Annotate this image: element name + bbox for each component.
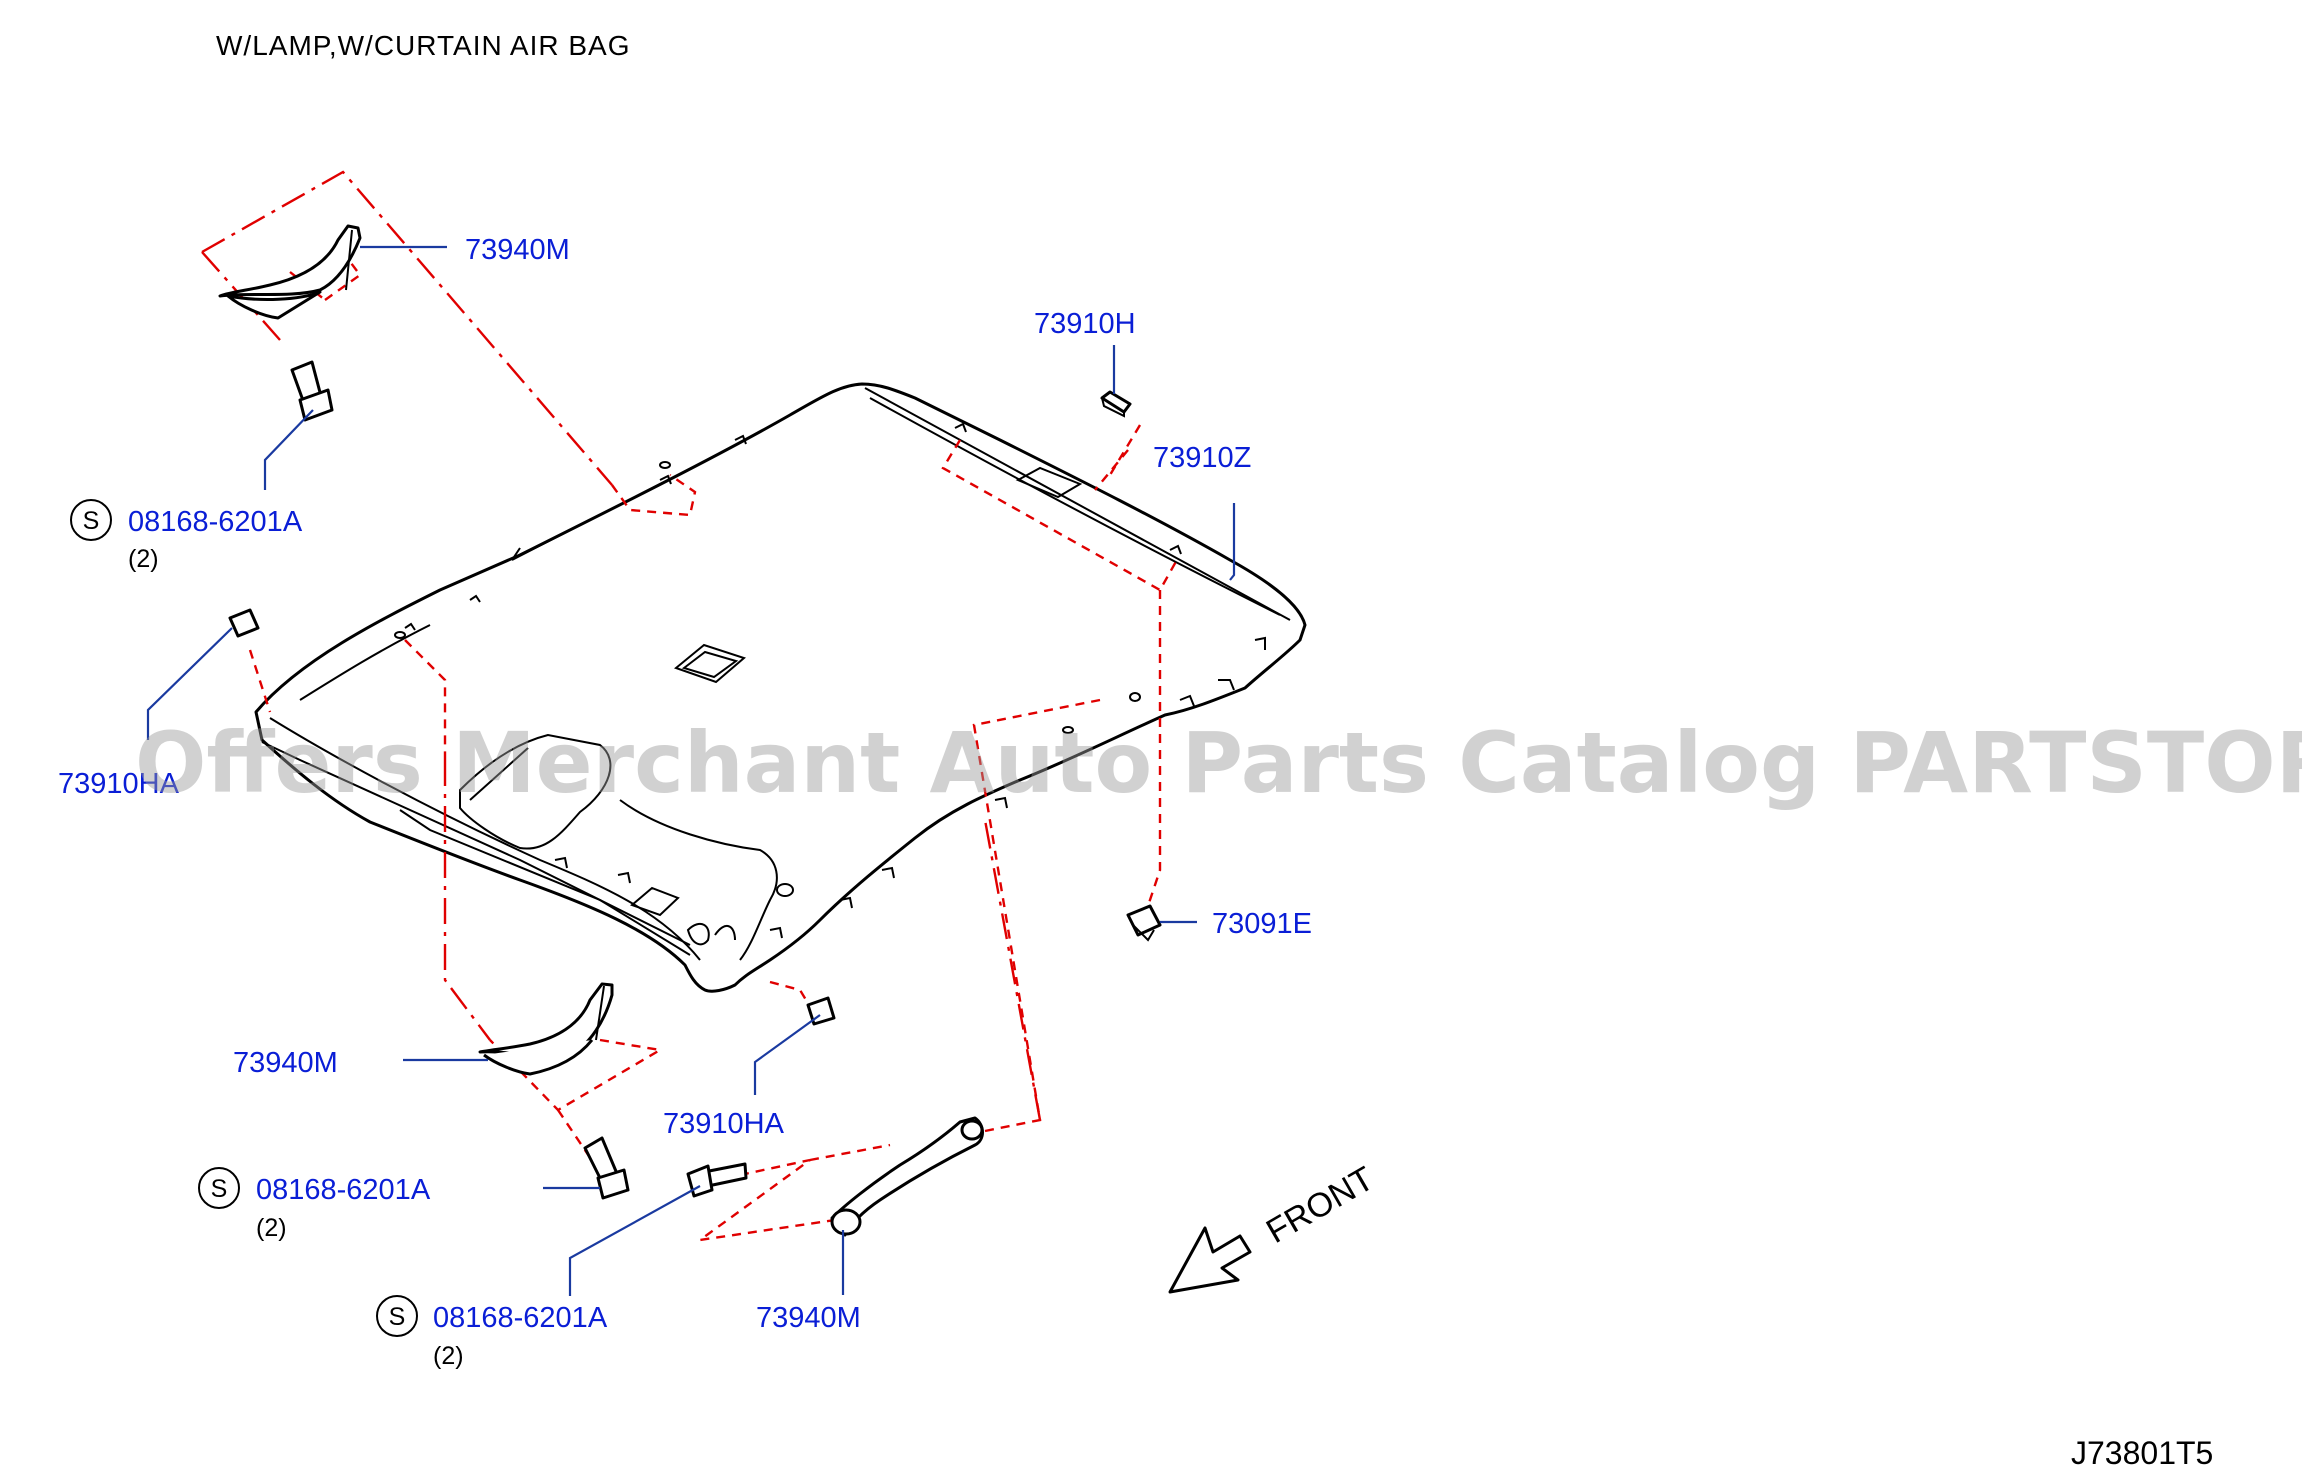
label-grip-top-left[interactable]: 73940M (465, 234, 570, 266)
assist-grip-top-left[interactable] (218, 224, 362, 320)
standard-part-symbol: S (389, 1303, 406, 1331)
bolt-top-left[interactable] (290, 360, 334, 422)
bolt-bottom[interactable] (686, 1162, 748, 1198)
label-grip-bottom[interactable]: 73940M (756, 1302, 861, 1334)
installation-phantom-lines (201, 170, 1180, 1242)
standard-part-symbol: S (83, 507, 100, 535)
standard-part-symbol: S (211, 1175, 228, 1203)
leader-lines (146, 245, 1236, 1296)
assist-grip-bottom[interactable] (830, 1116, 984, 1237)
standard-part-badge-top-left: S (70, 499, 112, 541)
headlining-panel[interactable] (254, 382, 1307, 993)
coat-hook-left[interactable] (228, 608, 260, 638)
label-hook-top[interactable]: 73910H (1034, 308, 1136, 340)
qty-bolt-mid-left: (2) (256, 1214, 287, 1242)
label-hook-left[interactable]: 73910HA (58, 768, 180, 800)
coat-hook-bottom[interactable] (806, 996, 836, 1026)
standard-part-badge-mid-left: S (198, 1167, 240, 1209)
bolt-mid-left[interactable] (583, 1136, 630, 1200)
label-headlining[interactable]: 73910Z (1153, 442, 1251, 474)
diagram-title: W/LAMP,W/CURTAIN AIR BAG (216, 30, 631, 61)
assist-grip-center-left[interactable] (478, 982, 614, 1076)
qty-bolt-bottom: (2) (433, 1342, 464, 1370)
front-label: FRONT (1260, 1159, 1380, 1250)
label-bolt-bottom[interactable]: 08168-6201A (433, 1302, 608, 1334)
qty-bolt-top-left: (2) (128, 545, 159, 573)
label-hook-bottom[interactable]: 73910HA (663, 1108, 785, 1140)
coat-hook-top[interactable] (1100, 390, 1132, 418)
label-grip-center-left[interactable]: 73940M (233, 1047, 338, 1079)
label-bolt-top-left[interactable]: 08168-6201A (128, 506, 303, 538)
standard-part-badge-bottom: S (376, 1295, 418, 1337)
front-direction-arrow: FRONT (1168, 1159, 1380, 1294)
label-bolt-mid-left[interactable]: 08168-6201A (256, 1174, 431, 1206)
clip-right[interactable] (1126, 904, 1162, 942)
watermark: Offers Merchant Auto Parts Catalog PARTS… (135, 714, 2302, 812)
diagram-code: J73801T5 (2071, 1435, 2213, 1471)
label-clip-right[interactable]: 73091E (1212, 908, 1312, 940)
